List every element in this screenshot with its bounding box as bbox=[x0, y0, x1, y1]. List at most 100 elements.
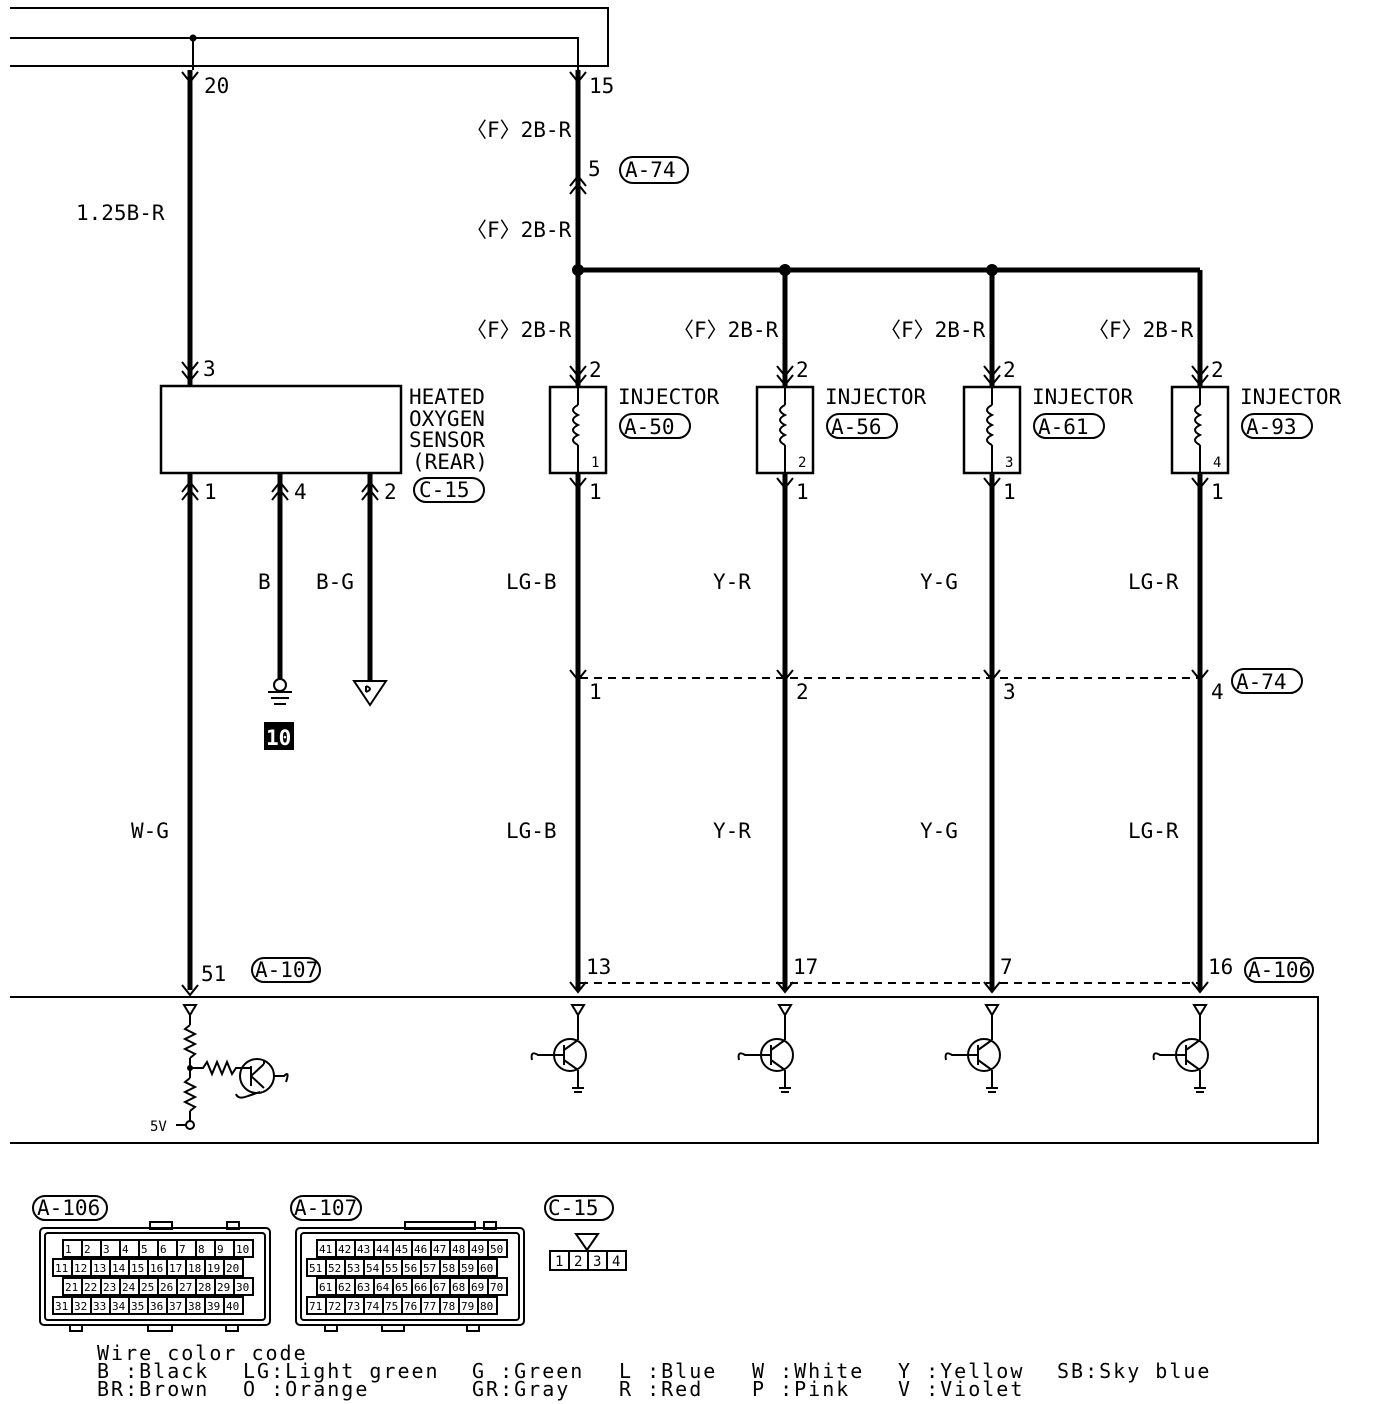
sensor-title-line-2: OXYGEN bbox=[409, 407, 485, 431]
injector-bus bbox=[572, 264, 1200, 276]
connector-pin-62: 62 bbox=[338, 1281, 351, 1294]
injector-2-upper-wire-label: Y-R bbox=[713, 570, 751, 594]
connector-pin-21: 21 bbox=[65, 1281, 78, 1294]
connector-pin-40: 40 bbox=[226, 1300, 239, 1313]
connector-pin-58: 58 bbox=[442, 1262, 455, 1275]
sensor-w-g-wire-label: W-G bbox=[131, 819, 169, 843]
connector-view-a106-title: A-106 bbox=[37, 1196, 100, 1220]
sensor-title-line-1: HEATED bbox=[409, 385, 485, 409]
connector-pin-68: 68 bbox=[452, 1281, 465, 1294]
ground-icon bbox=[273, 678, 287, 692]
color-code-entry: P :Pink bbox=[752, 1377, 850, 1401]
color-code-entry: SB:Sky blue bbox=[1057, 1359, 1211, 1383]
connector-pin-69: 69 bbox=[471, 1281, 484, 1294]
connector-pin-23: 23 bbox=[103, 1281, 116, 1294]
connector-a74-top-badge bbox=[619, 156, 689, 184]
color-code-entry: GR:Gray bbox=[472, 1377, 570, 1401]
connector-pin-66: 66 bbox=[414, 1281, 427, 1294]
injector-1-ecu-pin-label: 13 bbox=[586, 955, 611, 979]
injector-1-upper-wire-label: LG-B bbox=[506, 570, 557, 594]
connector-c15-label: C-15 bbox=[419, 478, 470, 502]
connector-pin-6: 6 bbox=[160, 1243, 167, 1256]
connector-pin-10: 10 bbox=[236, 1243, 249, 1256]
connector-pin-51: 51 bbox=[309, 1262, 322, 1275]
injector-1-driver-transistor-icon bbox=[530, 1004, 587, 1093]
connector-pin-79: 79 bbox=[461, 1300, 474, 1313]
connector-pin-46: 46 bbox=[414, 1243, 427, 1256]
connector-view-a107-title: A-107 bbox=[294, 1196, 357, 1220]
connector-pin-2: 2 bbox=[84, 1243, 91, 1256]
connector-pin-8: 8 bbox=[198, 1243, 205, 1256]
color-code-entry: LG:Light green bbox=[243, 1359, 440, 1383]
sensor-pin-2-label: 2 bbox=[384, 480, 397, 504]
injector-1-connector-label: A-50 bbox=[624, 415, 675, 439]
sensor-pin-3-label: 3 bbox=[203, 357, 216, 381]
injector-2-joint-pin-label: 2 bbox=[796, 680, 809, 704]
connector-pin-77: 77 bbox=[423, 1300, 436, 1313]
connector-pin-33: 33 bbox=[93, 1300, 106, 1313]
connector-pin-63: 63 bbox=[357, 1281, 370, 1294]
injector-2-connector-label: A-56 bbox=[831, 415, 882, 439]
injector-2-driver-transistor-icon bbox=[737, 1004, 794, 1093]
injector-4-lower-wire-label: LG-R bbox=[1128, 819, 1179, 843]
ecu-block: 51 A-107 A-106 5V bbox=[10, 957, 1319, 1144]
injector-3-index: 3 bbox=[1005, 455, 1013, 471]
connector-pin-71: 71 bbox=[309, 1300, 322, 1313]
injector-3-lower-wire-label: Y-G bbox=[920, 819, 958, 843]
connector-pin-5: 5 bbox=[141, 1243, 148, 1256]
connector-a106-badge bbox=[1244, 957, 1314, 983]
injector-1-label: INJECTOR bbox=[618, 385, 720, 409]
connector-pin-18: 18 bbox=[188, 1262, 201, 1275]
sensor-title-line-4: (REAR) bbox=[412, 450, 488, 474]
connector-a106-label: A-106 bbox=[1248, 958, 1311, 982]
ecu-pin-51-label: 51 bbox=[201, 962, 226, 986]
connector-pin-30: 30 bbox=[236, 1281, 249, 1294]
connector-pin-74: 74 bbox=[366, 1300, 380, 1313]
pin-20-label: 20 bbox=[204, 74, 229, 98]
connector-pin-34: 34 bbox=[112, 1300, 126, 1313]
connector-pin-60: 60 bbox=[480, 1262, 493, 1275]
connector-pin-75: 75 bbox=[385, 1300, 398, 1313]
injector-4-connector-badge bbox=[1241, 413, 1313, 439]
sensor-b-g-wire-label: B-G bbox=[316, 570, 354, 594]
connector-pin-52: 52 bbox=[328, 1262, 341, 1275]
connector-pin-24: 24 bbox=[122, 1281, 136, 1294]
connector-pin-45: 45 bbox=[395, 1243, 408, 1256]
connector-c15-pin-2: 2 bbox=[574, 1254, 582, 1270]
connector-a74-top-label: A-74 bbox=[625, 158, 676, 182]
connector-pin-53: 53 bbox=[347, 1262, 360, 1275]
connector-pin-20: 20 bbox=[226, 1262, 239, 1275]
connector-pin-14: 14 bbox=[112, 1262, 126, 1275]
connector-pin-49: 49 bbox=[471, 1243, 484, 1256]
connector-pin-57: 57 bbox=[423, 1262, 436, 1275]
connector-pin-54: 54 bbox=[366, 1262, 380, 1275]
injector-3-feed-label: 〈F〉2B-R bbox=[880, 318, 986, 342]
connector-view-c15-title: C-15 bbox=[548, 1196, 599, 1220]
injector-4-feed-label: 〈F〉2B-R bbox=[1088, 318, 1194, 342]
color-code-entry: L :Blue bbox=[619, 1359, 717, 1383]
injector-1-pin-1-label: 1 bbox=[589, 480, 602, 504]
connector-pin-48: 48 bbox=[452, 1243, 465, 1256]
connector-c15-badge bbox=[413, 477, 485, 503]
connector-pin-28: 28 bbox=[198, 1281, 211, 1294]
injector-3-pin-2-label: 2 bbox=[1003, 358, 1016, 382]
connector-a107-badge bbox=[251, 957, 321, 983]
joint-connector-a74: A-74 bbox=[580, 668, 1303, 694]
connector-pin-80: 80 bbox=[480, 1300, 493, 1313]
color-code-entry: Y :Yellow bbox=[898, 1359, 1024, 1383]
injector-1-joint-pin-label: 1 bbox=[589, 680, 602, 704]
color-code-entry: V :Violet bbox=[898, 1377, 1024, 1401]
connector-pin-29: 29 bbox=[217, 1281, 230, 1294]
injector-3-driver-transistor-icon bbox=[944, 1004, 1001, 1093]
injector-4-connector-label: A-93 bbox=[1246, 415, 1297, 439]
injector-4-label: INJECTOR bbox=[1240, 385, 1342, 409]
color-code-entry: BR:Brown bbox=[97, 1377, 209, 1401]
sensor-box bbox=[159, 384, 403, 475]
